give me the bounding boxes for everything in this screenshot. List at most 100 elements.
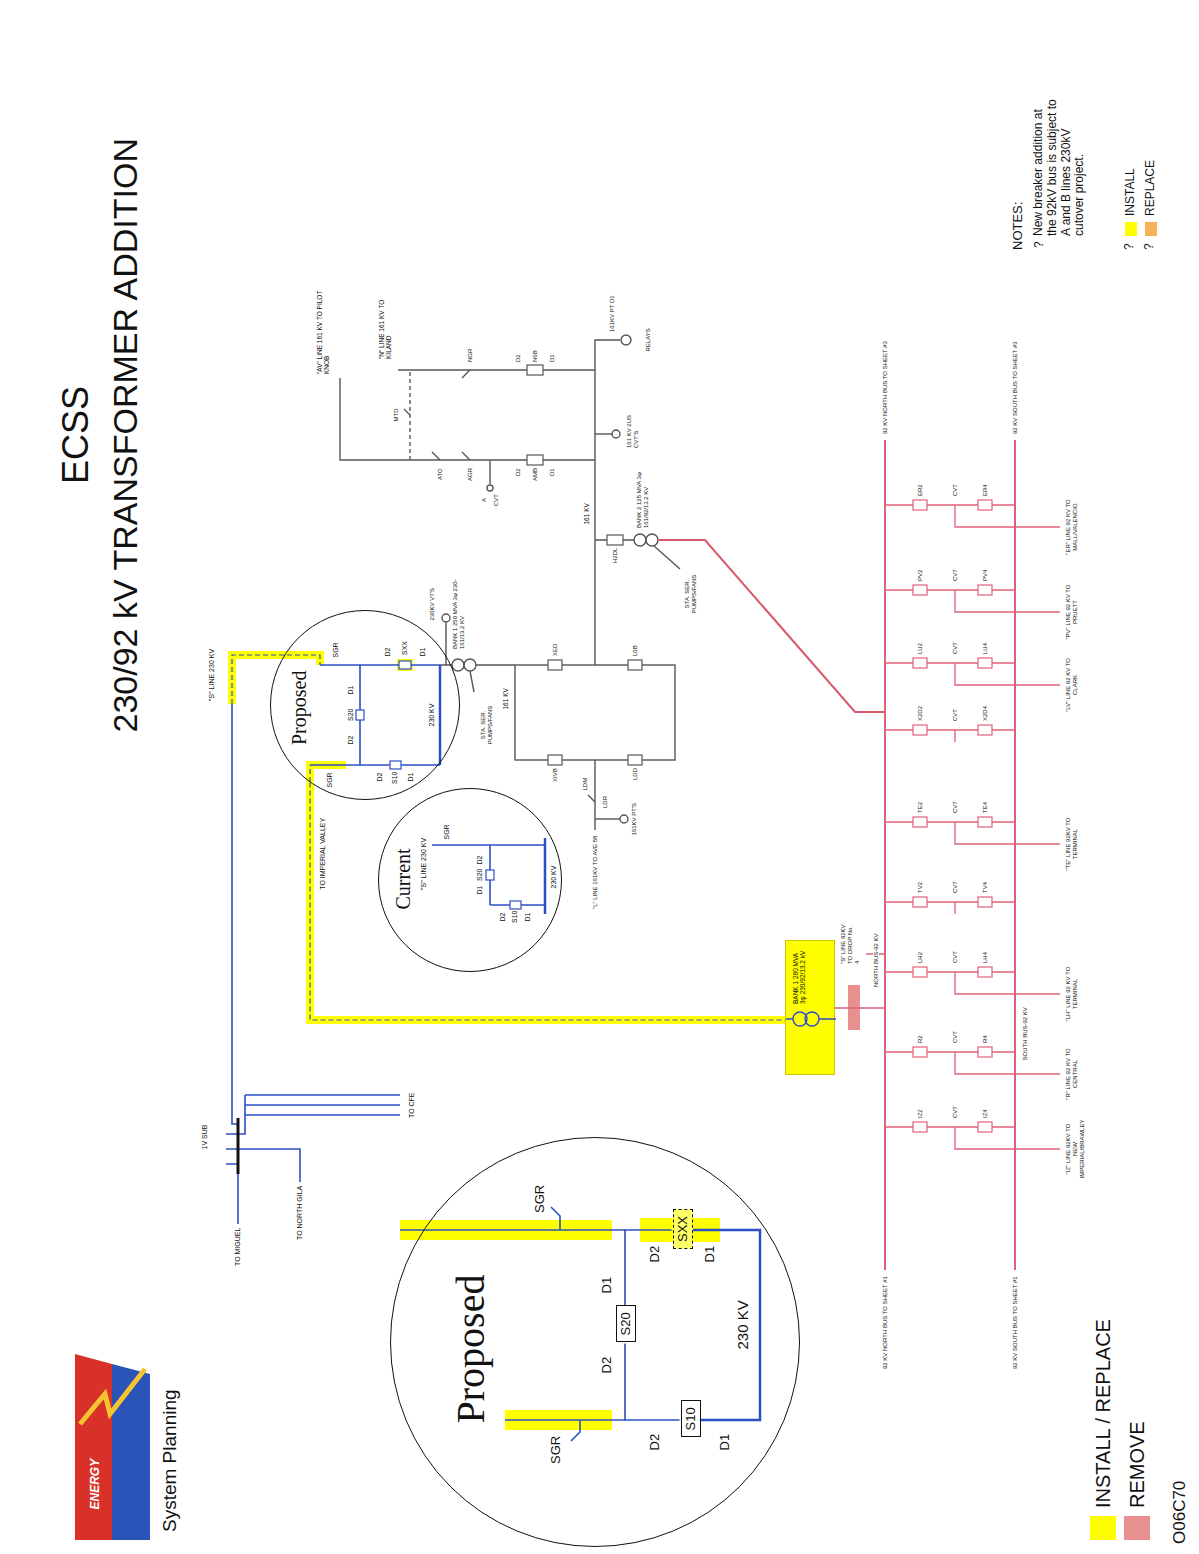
- breaker-symbol: [978, 897, 992, 907]
- text-label: L0B: [632, 645, 639, 656]
- install-highlight: [232, 655, 720, 1430]
- breaker-symbol: [628, 660, 642, 670]
- text-label: CVT: [952, 881, 959, 893]
- breaker-symbol: [607, 535, 623, 545]
- breaker-name: S20: [619, 1312, 634, 1335]
- line-161kv: [487, 485, 493, 491]
- line-161kv: [442, 614, 450, 622]
- text-label: 230 KV: [734, 1300, 751, 1349]
- breaker-symbol: [527, 365, 642, 765]
- line-161kv: [646, 534, 658, 546]
- line-161kv: [440, 664, 515, 665]
- text-label: X2D4: [982, 706, 989, 721]
- text-label: D1: [703, 1246, 718, 1263]
- text-label: XED: [552, 644, 559, 656]
- text-label: IZ2: [917, 1109, 924, 1118]
- text-label: SGR: [326, 772, 334, 787]
- bay-92kv: [955, 505, 1060, 1149]
- text-label: SGR: [533, 1185, 548, 1213]
- circle-title: Current: [392, 848, 415, 909]
- text-label: H2DL: [612, 548, 619, 563]
- text-label: CVT: [952, 484, 959, 496]
- text-label: "ER" LINE 92 KV TO MALL/VALENCIO: [1065, 495, 1079, 559]
- breaker-symbol: [390, 761, 401, 769]
- connector: [693, 1230, 761, 1420]
- text-label: SOUTH BUS-92 KV: [1022, 1007, 1029, 1060]
- text-label: TO MIGUEL: [234, 1228, 242, 1266]
- text-label: ?: [1123, 243, 1137, 250]
- text-label: D2: [476, 856, 484, 865]
- text-label: "S" LINE 230 KV: [208, 649, 216, 701]
- text-label: SXX: [401, 641, 409, 655]
- text-label: "IZ" LINE 92KV TO NEW IMPERIAL/BRAWLEY: [1065, 1117, 1086, 1181]
- breaker-symbol: [978, 500, 992, 510]
- text-label: R4: [982, 1035, 989, 1043]
- breaker-box: S20: [616, 1305, 637, 1342]
- breaker-name: SXX: [676, 1216, 691, 1242]
- breaker-symbol: [913, 658, 927, 668]
- line-230kv: [232, 704, 238, 1124]
- line-230kv: [310, 764, 440, 766]
- text-label: TO NORTH GILA: [296, 1186, 304, 1240]
- text-label: D1: [549, 354, 556, 362]
- line-230kv: [237, 1174, 239, 1224]
- connector: [310, 782, 785, 1020]
- breaker-symbol: [913, 967, 927, 977]
- text-label: "S" LINE 92KV TO DROP No. 4: [840, 922, 861, 964]
- line-230kv: [238, 1149, 300, 1182]
- breaker-symbol: [913, 500, 927, 510]
- connector-line: [693, 1230, 761, 1420]
- text-label: "LH" LINE 92 KV TO TERMINAL: [1065, 962, 1079, 1026]
- text-label: D2: [648, 1246, 663, 1263]
- breaker-symbol: [978, 1122, 992, 1132]
- breaker-box: S10: [681, 1400, 702, 1437]
- text-label: NORTH BUS-92 KV: [873, 933, 880, 987]
- text-label: D2: [499, 913, 507, 922]
- text-label: S20: [347, 709, 355, 721]
- text-label: STA. SER. PUMPS/FANS: [684, 566, 698, 622]
- line-161kv: [621, 335, 631, 345]
- line-161kv: [634, 534, 646, 546]
- line-230kv: [571, 1420, 580, 1441]
- line-161kv: [340, 378, 595, 460]
- text-label: 161 KV: [502, 688, 509, 709]
- text-label: XIVB: [552, 768, 559, 782]
- line-230kv: [309, 765, 310, 782]
- legend-swatch: [1125, 222, 1137, 236]
- text-label: D2: [347, 736, 355, 745]
- text-label: "TE" LINE 92KV TO TERMINAL: [1065, 812, 1079, 876]
- text-label: PV2: [917, 570, 924, 581]
- breaker-symbol: [913, 817, 927, 827]
- text-label: ECSS: [55, 386, 96, 484]
- breaker-symbol: [913, 500, 992, 1132]
- text-label: O06C70: [1170, 1481, 1190, 1544]
- connector: [625, 1344, 680, 1421]
- text-label: TO CFE: [408, 1092, 416, 1118]
- proposed-circle: ProposedS20S10SXX: [390, 1137, 800, 1547]
- text-label: CVT: [952, 1106, 959, 1118]
- edge-label: TO IMPERIAL VALLEY: [319, 816, 327, 892]
- text-label: ENERGY: [89, 1459, 103, 1510]
- logo: [75, 1354, 150, 1540]
- text-label: 92 KV NORTH BUS TO SHEET #3: [882, 341, 889, 434]
- breaker-symbol: [510, 901, 521, 909]
- text-label: CVT: [952, 569, 959, 581]
- transformer-bank: BANK 1 280 MVA 3φ 230/92/13.2 kV: [785, 940, 835, 1075]
- breaker-symbol: [978, 967, 992, 977]
- logo: [80, 1369, 145, 1424]
- legend-text: INSTALL / REPLACE: [1092, 1319, 1115, 1508]
- line-161kv: [340, 335, 680, 830]
- line-161kv: [398, 369, 595, 370]
- line-161kv: [654, 546, 680, 569]
- text-label: 161KV PT D1: [609, 295, 616, 332]
- text-label: LDR: [602, 796, 609, 808]
- line-161kv: [515, 665, 675, 760]
- install-highlight: [306, 765, 314, 782]
- line-230kv: [238, 1095, 400, 1134]
- breaker-name: S10: [684, 1407, 699, 1430]
- connector-line: [310, 782, 785, 1020]
- breaker-symbol: [486, 870, 494, 880]
- line-230kv: [320, 664, 440, 666]
- text-label: D1: [600, 1277, 615, 1294]
